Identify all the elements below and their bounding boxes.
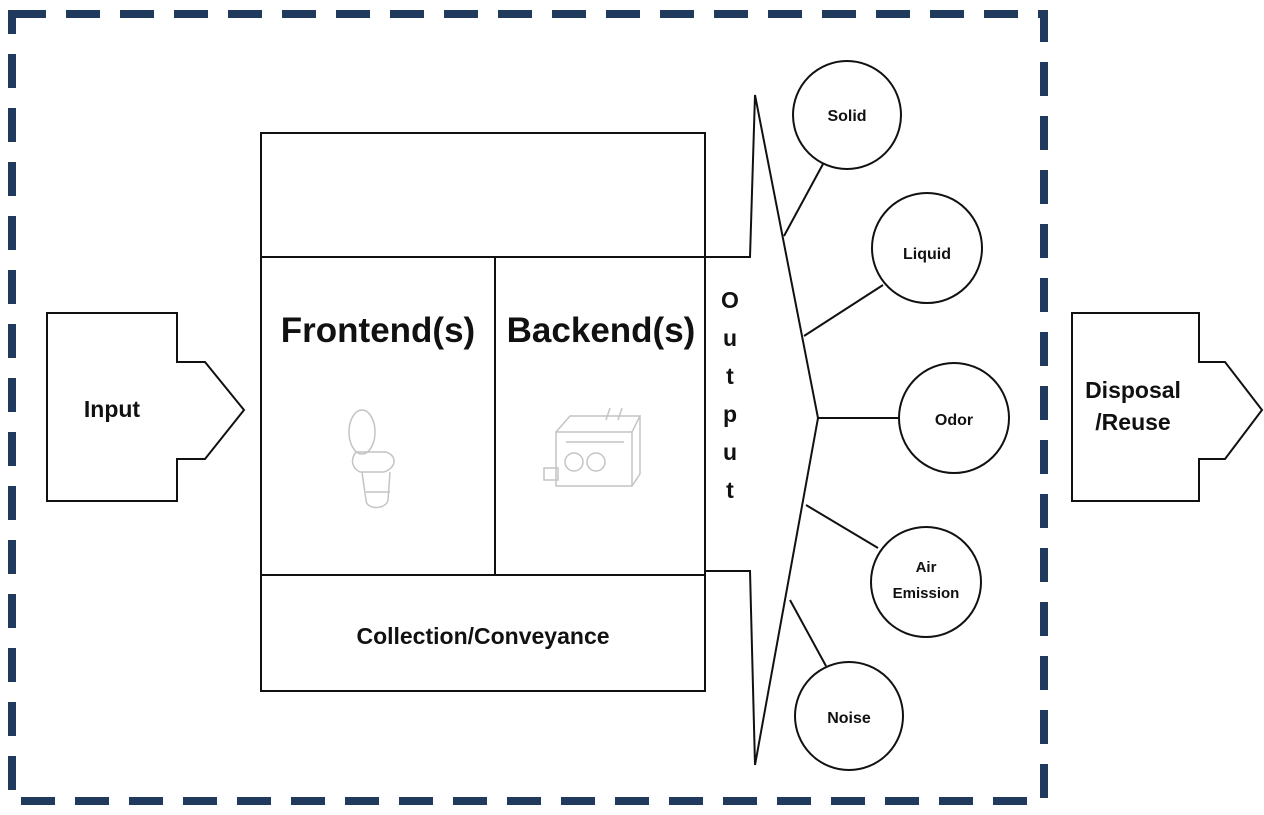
- output-noise-label: Noise: [827, 710, 871, 727]
- output-odor-circle: [898, 362, 1010, 474]
- toilet-icon: [348, 409, 395, 509]
- connector-solid: [783, 163, 824, 237]
- output-solid-label: Solid: [827, 108, 866, 125]
- disposal-reuse-arrow: Disposal /Reuse: [1071, 312, 1264, 502]
- output-circles: Solid Liquid Odor Air Emission Noise: [792, 60, 1010, 771]
- output-solid-circle: [792, 60, 902, 170]
- output-liquid-label: Liquid: [903, 246, 951, 263]
- output-liquid: Liquid: [871, 192, 983, 304]
- output-letter: t: [726, 477, 734, 503]
- treatment-unit-icon: [543, 407, 642, 487]
- output-odor-label: Odor: [935, 412, 973, 429]
- disposal-reuse-arrow-shape: [1071, 312, 1264, 502]
- backend-label: Backend(s): [507, 311, 696, 350]
- input-arrow: Input: [46, 312, 246, 502]
- output-noise-circle: [794, 661, 904, 771]
- input-label: Input: [84, 396, 141, 422]
- output-air-emission: Air Emission: [870, 526, 982, 638]
- output-liquid-circle: [871, 192, 983, 304]
- output-letter: p: [723, 401, 737, 427]
- system-boundary: [8, 10, 1048, 805]
- output-air-emission-label-line1: Air: [916, 559, 937, 576]
- system-box: Frontend(s) Backend(s) Collection/Convey…: [260, 132, 706, 692]
- output-letter: O: [721, 287, 739, 313]
- system-box-outline: [260, 132, 706, 692]
- output-air-emission-circle: [870, 526, 982, 638]
- output-noise: Noise: [794, 661, 904, 771]
- output-odor: Odor: [898, 362, 1010, 474]
- collection-conveyance-label: Collection/Conveyance: [356, 623, 609, 649]
- output-connectors: [783, 163, 899, 667]
- output-letter: u: [723, 325, 737, 351]
- frontend-label: Frontend(s): [281, 311, 475, 350]
- output-air-emission-label-line2: Emission: [893, 585, 960, 602]
- disposal-label-line1: Disposal: [1085, 377, 1181, 403]
- input-arrow-shape: [46, 312, 246, 502]
- output-letter: t: [726, 363, 734, 389]
- connector-noise: [789, 599, 827, 667]
- connector-air-emission: [805, 504, 879, 549]
- output-megaphone: [697, 94, 820, 766]
- connector-liquid: [803, 284, 884, 337]
- disposal-label-line2: /Reuse: [1095, 409, 1170, 435]
- output-letter: u: [723, 439, 737, 465]
- output-solid: Solid: [792, 60, 902, 170]
